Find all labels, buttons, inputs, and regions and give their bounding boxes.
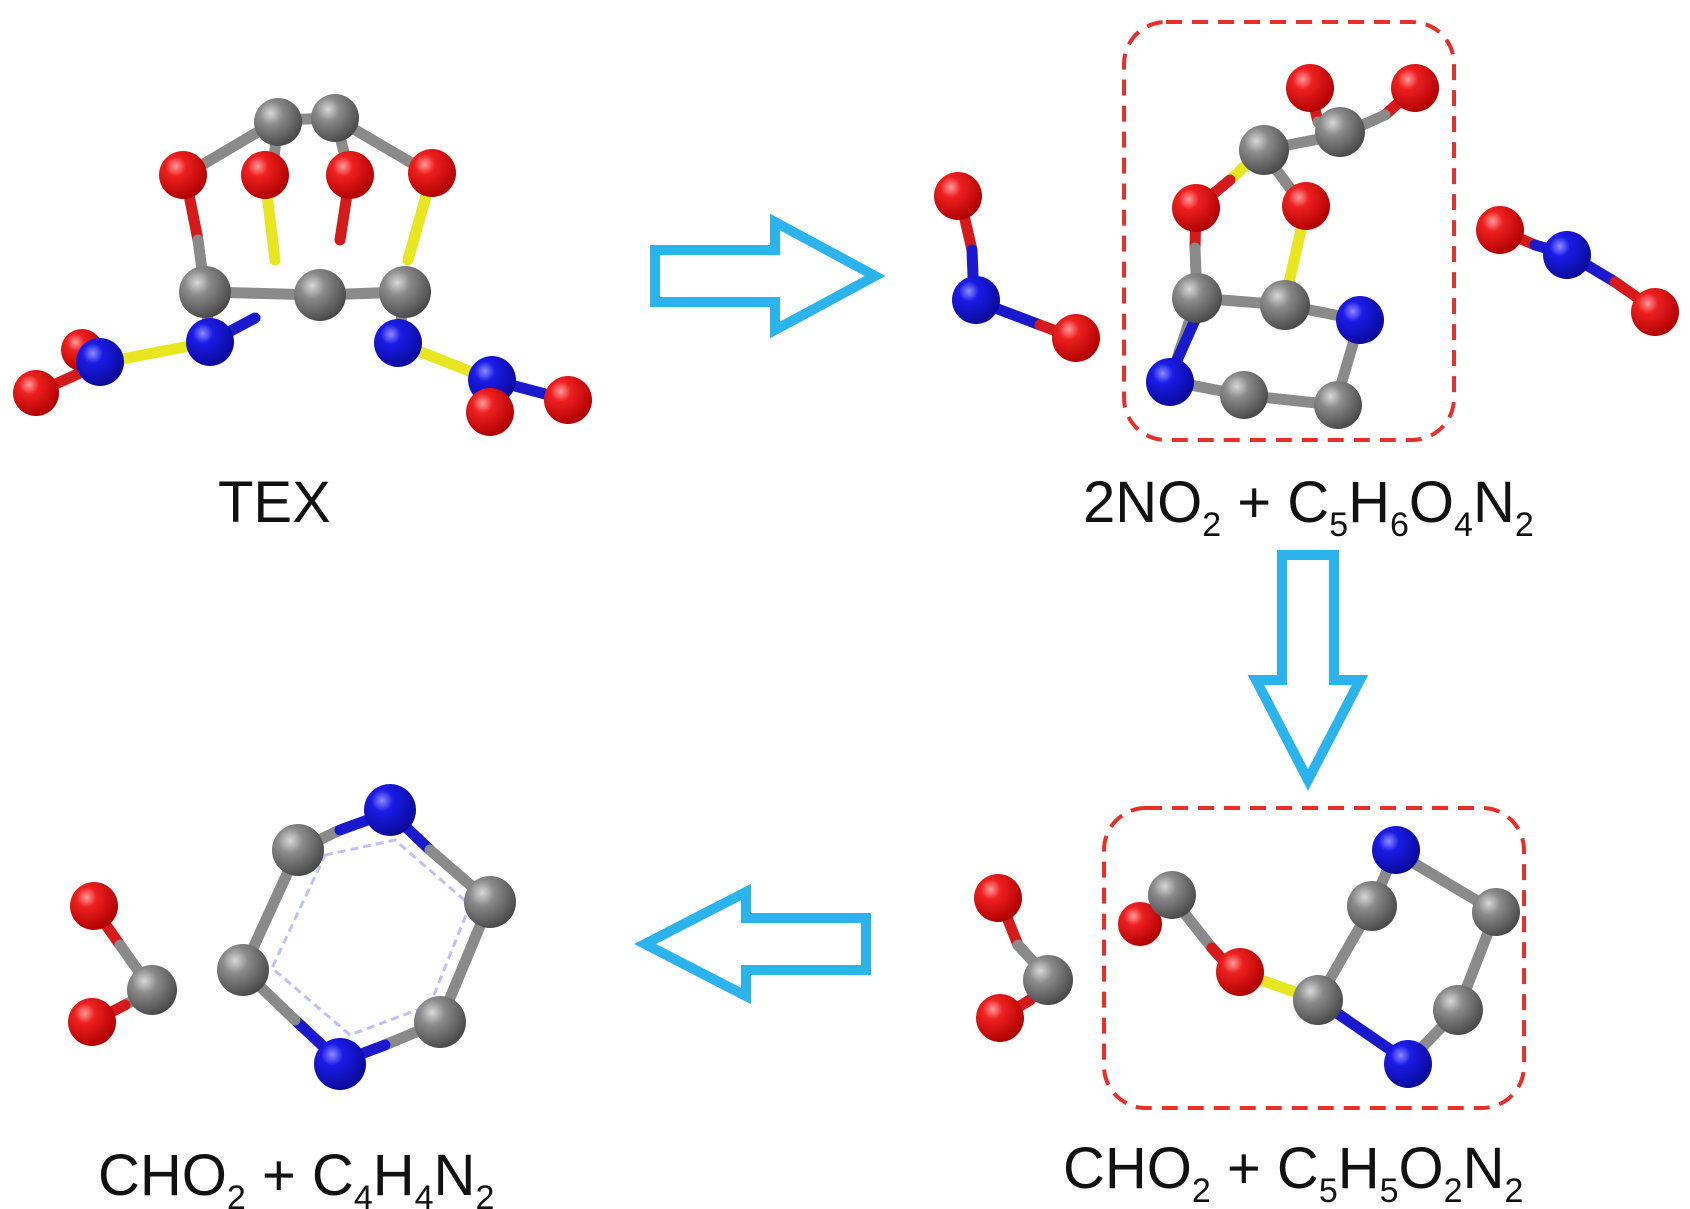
carbon-atom <box>1172 273 1222 323</box>
oxygen-atom <box>974 874 1022 922</box>
oxygen-atom <box>1118 902 1162 946</box>
oxygen-atom <box>1216 948 1264 996</box>
carbon-atom <box>1023 955 1073 1005</box>
oxygen-atom <box>241 151 289 199</box>
oxygen-atom <box>976 994 1024 1042</box>
nitrogen-atom <box>1336 296 1384 344</box>
carbon-atom <box>1433 985 1483 1035</box>
nitrogen-atom <box>314 1038 366 1090</box>
oxygen-atom <box>408 149 456 197</box>
nitrogen-atom <box>952 276 1000 324</box>
oxygen-atom <box>1052 314 1100 362</box>
oxygen-atom <box>68 998 116 1046</box>
carbon-atom <box>127 965 177 1015</box>
arrow-right <box>650 213 886 339</box>
highlight-frame <box>1122 20 1456 442</box>
nitrogen-atom <box>1372 826 1420 874</box>
carbon-atom <box>1314 381 1362 429</box>
carbon-atom <box>414 996 466 1048</box>
carbon-atom <box>217 944 269 996</box>
nitrogen-atom <box>1146 358 1194 406</box>
arrow-left <box>634 883 871 1005</box>
label-step3: CHO2 + C4H4N2 <box>98 1143 494 1209</box>
carbon-atom <box>254 98 302 146</box>
oxygen-atom <box>1631 288 1679 336</box>
label-tex: TEX <box>218 470 331 535</box>
nitrogen-atom <box>186 318 234 366</box>
oxygen-atom <box>159 151 207 199</box>
oxygen-atom <box>1476 206 1524 254</box>
oxygen-atom <box>326 151 374 199</box>
oxygen-atom <box>544 376 592 424</box>
oxygen-atom <box>70 882 118 930</box>
oxygen-atom <box>1282 182 1330 230</box>
carbon-atom <box>1293 975 1343 1025</box>
molecule-step1 <box>934 20 1679 442</box>
carbon-atom <box>1220 371 1268 419</box>
molecule-tex <box>13 94 592 436</box>
carbon-atom <box>1347 881 1397 931</box>
nitrogen-atom <box>1543 231 1591 279</box>
carbon-atom <box>1260 280 1310 330</box>
oxygen-atom <box>934 172 982 220</box>
oxygen-atom <box>13 370 59 416</box>
highlight-frame <box>1102 806 1526 1110</box>
carbon-atom <box>1239 125 1289 175</box>
nitrogen-atom <box>364 784 416 836</box>
carbon-atom <box>1148 871 1196 919</box>
carbon-atom <box>272 824 324 876</box>
carbon-atom <box>1315 107 1365 157</box>
label-step2: CHO2 + C5H5O2N2 <box>1063 1136 1523 1209</box>
arrow-down <box>1247 550 1369 791</box>
molecule-step3 <box>68 784 516 1090</box>
molecule-step2 <box>974 806 1526 1110</box>
carbon-atom <box>379 266 431 318</box>
nitrogen-atom <box>76 338 124 386</box>
carbon-atom <box>294 269 346 321</box>
oxygen-atom <box>466 388 514 436</box>
oxygen-atom <box>1286 64 1334 112</box>
carbon-atom <box>1472 888 1520 936</box>
carbon-atom <box>179 266 231 318</box>
nitrogen-atom <box>374 319 422 367</box>
carbon-atom <box>464 876 516 928</box>
oxygen-atom <box>1172 184 1220 232</box>
oxygen-atom <box>1391 64 1439 112</box>
carbon-atom <box>311 94 359 142</box>
nitrogen-atom <box>1384 1040 1432 1088</box>
label-step1: 2NO2 + C5H6O4N2 <box>1083 470 1534 544</box>
